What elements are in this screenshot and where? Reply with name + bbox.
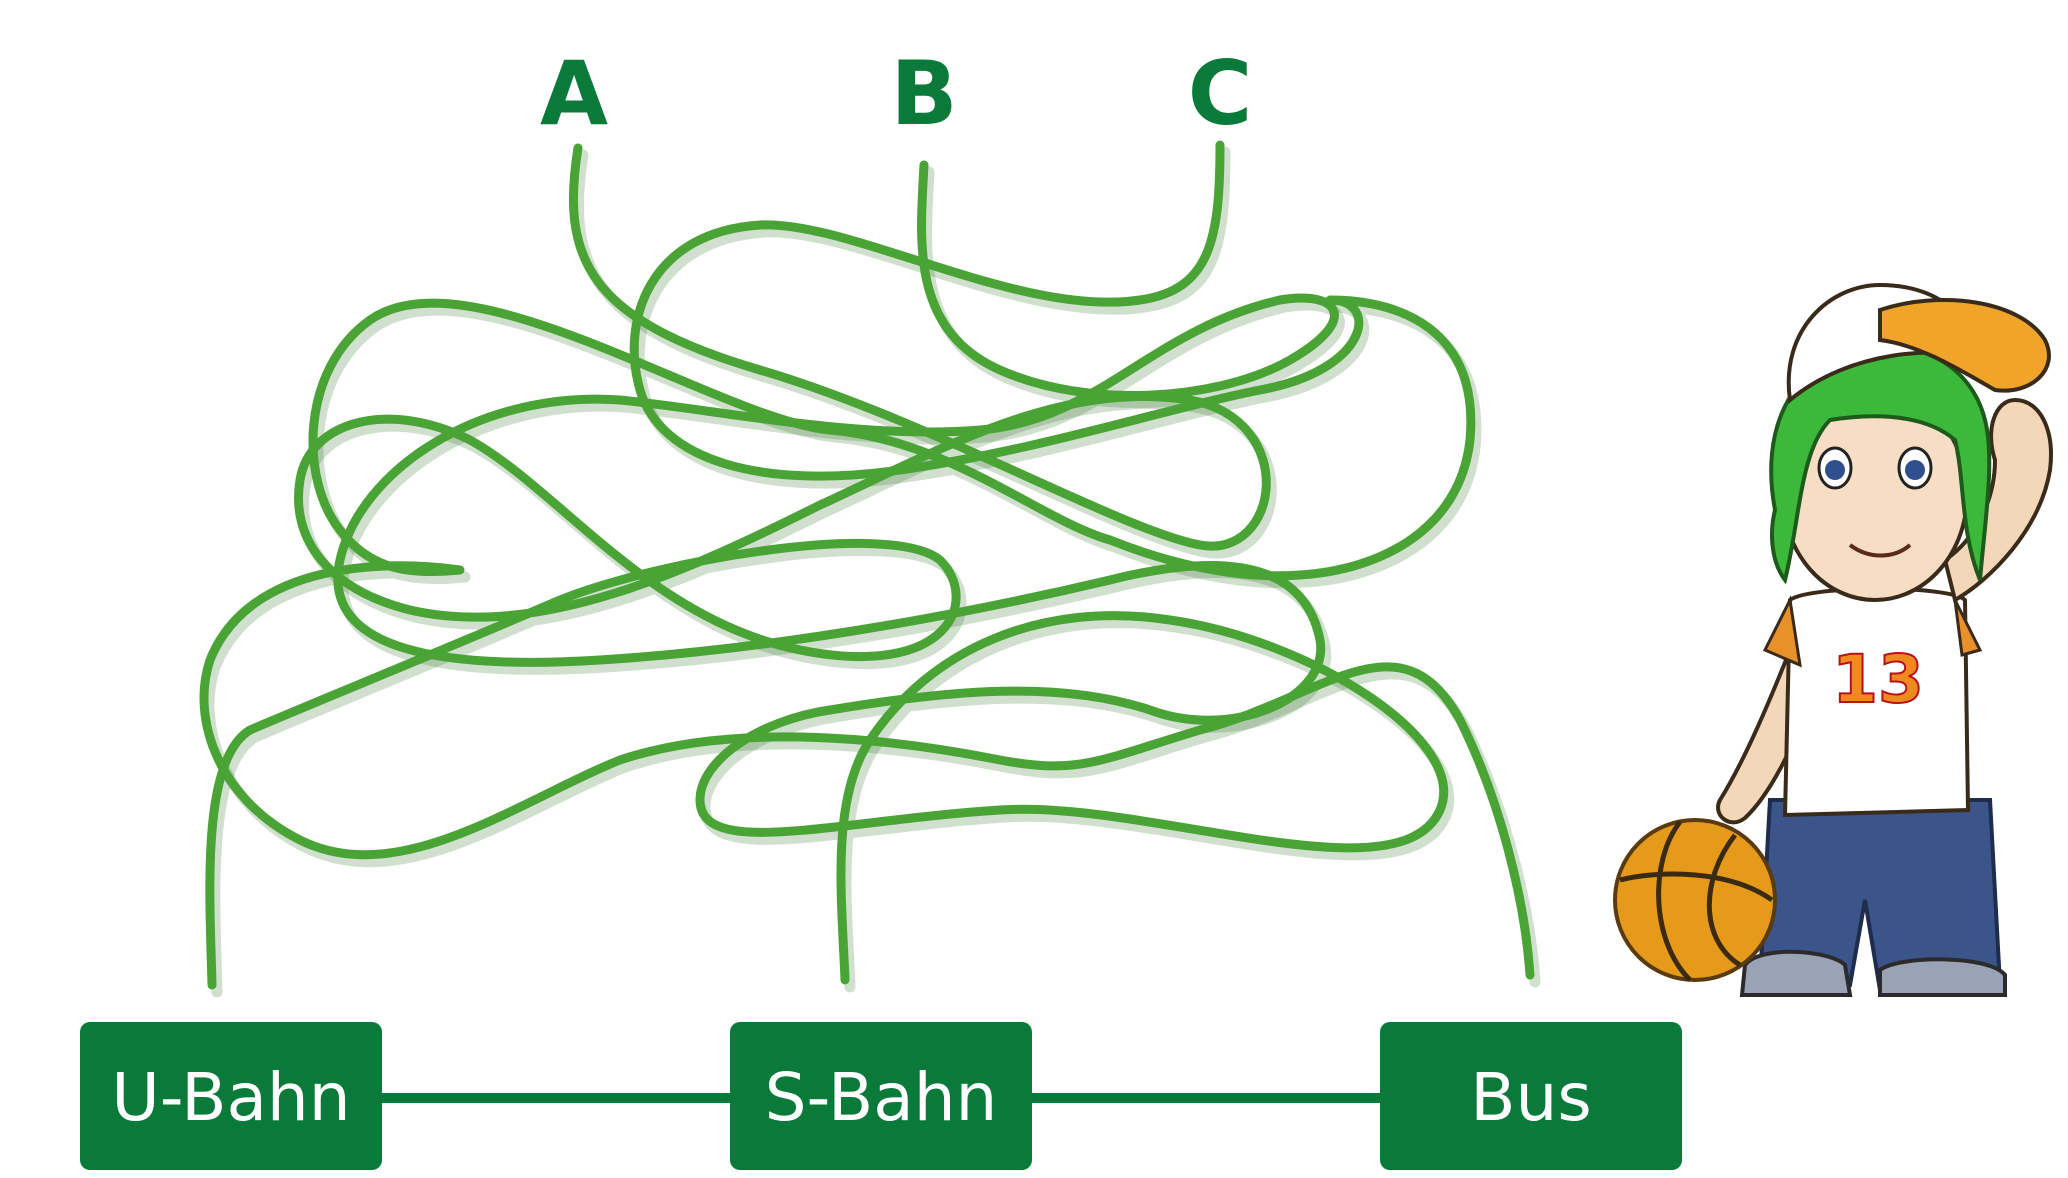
cartoon-character: 13 [1613, 282, 2053, 997]
start-label-a: A [540, 42, 608, 145]
destination-u-bahn: U-Bahn [80, 1022, 382, 1170]
destination-bus: Bus [1380, 1022, 1682, 1170]
destination-label-s-bahn: S-Bahn [765, 1059, 998, 1136]
shirt-number: 13 [1832, 641, 1924, 718]
maze-line-b [333, 160, 1449, 985]
maze-line-c [199, 140, 1535, 980]
destination-label-bus: Bus [1470, 1059, 1592, 1136]
maze-line-a [205, 143, 1271, 990]
destination-s-bahn: S-Bahn [730, 1022, 1032, 1170]
destination-label-u-bahn: U-Bahn [111, 1059, 350, 1136]
basketball-icon [1613, 818, 1777, 982]
start-label-b: B [890, 42, 957, 145]
maze-lines [199, 140, 1535, 990]
start-label-c: C [1188, 42, 1253, 145]
